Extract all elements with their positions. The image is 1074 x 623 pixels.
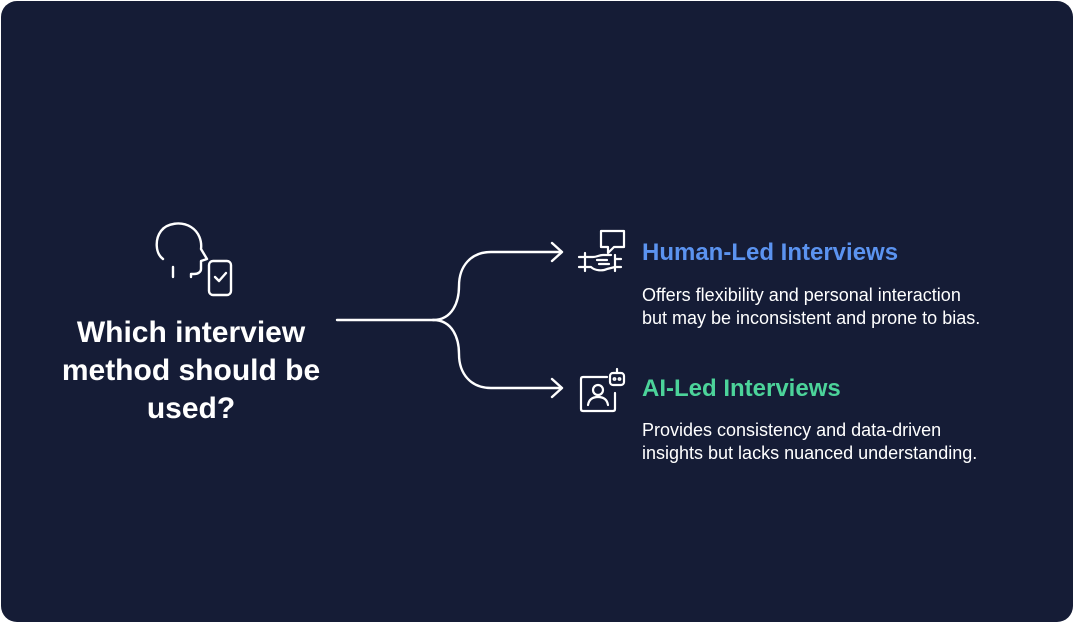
human-led-title: Human-Led Interviews (642, 239, 899, 266)
branch-line-bottom (431, 318, 563, 390)
handshake-chat-icon (577, 229, 626, 273)
human-led-description-line-2: but may be inconsistent and prone to bia… (642, 308, 981, 328)
ai-led-description-line-1: Provides consistency and data-driven (642, 420, 942, 440)
arrowhead-bottom (550, 377, 564, 399)
ai-led-description-line-2: insights but lacks nuanced understanding… (642, 443, 978, 463)
human-led-description-line-1: Offers flexibility and personal interact… (642, 285, 961, 305)
arrowhead-top (550, 241, 564, 263)
ai-led-title: AI-Led Interviews (642, 375, 841, 402)
robot-profile-icon (579, 367, 626, 413)
human-led-description: Offers flexibility and personal interact… (642, 284, 1042, 330)
person-with-checked-phone-icon (155, 222, 233, 297)
branch-line-top (431, 250, 563, 322)
question-title: Which interview method should be used? (61, 316, 321, 425)
ai-led-description: Provides consistency and data-driven ins… (642, 419, 1042, 465)
